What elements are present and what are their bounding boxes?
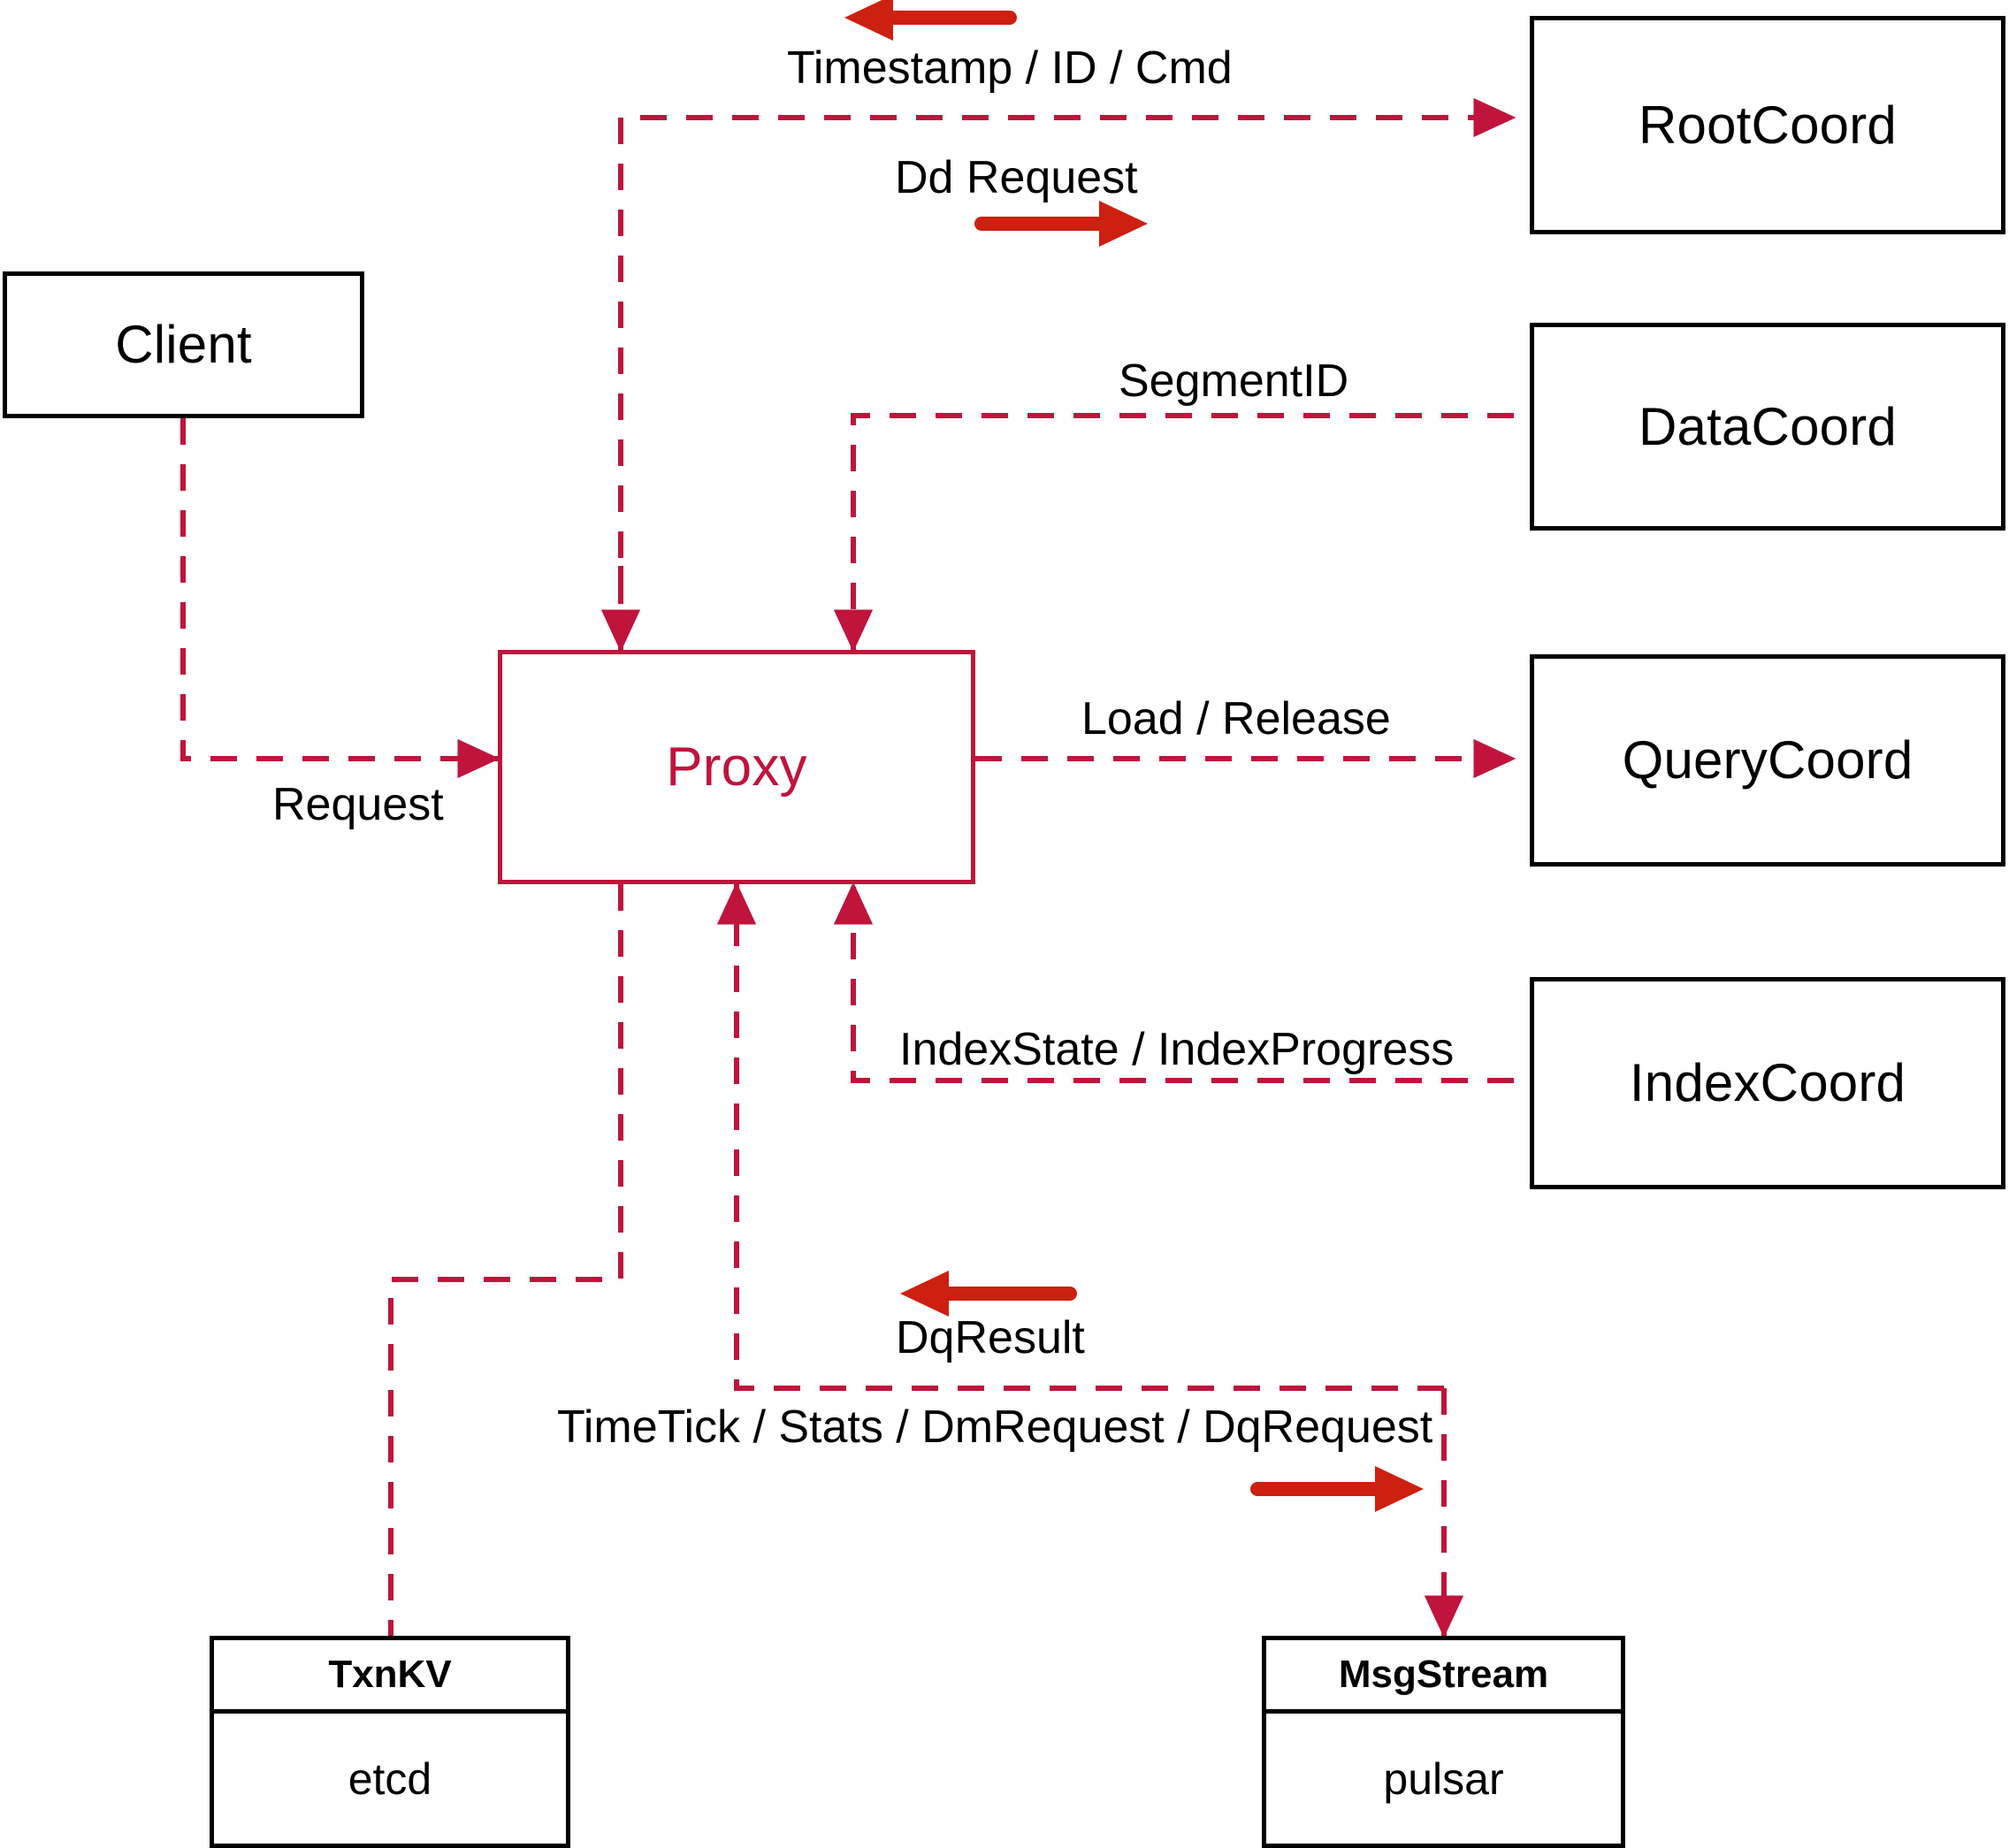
node-querycoord[interactable]: QueryCoord — [1530, 654, 2005, 867]
node-indexcoord[interactable]: IndexCoord — [1530, 977, 2005, 1189]
arrow-dqrequest-right — [1250, 1466, 1424, 1512]
node-txnkv[interactable]: TxnKV etcd — [210, 1636, 570, 1848]
node-txnkv-header-label: TxnKV — [328, 1653, 452, 1696]
node-datacoord[interactable]: DataCoord — [1530, 323, 2005, 531]
node-proxy[interactable]: Proxy — [498, 650, 975, 884]
arrow-timestamp-left — [844, 0, 1017, 41]
edge-client-proxy — [180, 418, 500, 779]
node-indexcoord-label: IndexCoord — [1629, 1053, 1906, 1112]
node-msgstream-body-label: pulsar — [1383, 1753, 1504, 1804]
node-rootcoord-label: RootCoord — [1639, 95, 1897, 155]
arrow-dqresult-left — [900, 1271, 1077, 1317]
edge-label-dq-result: DqResult — [896, 1312, 1085, 1363]
edge-msgstream-proxy — [716, 882, 1444, 1391]
node-txnkv-body: etcd — [214, 1714, 566, 1844]
edge-label-request: Request — [272, 779, 444, 830]
edge-proxy-txnkv — [388, 884, 623, 1636]
node-client[interactable]: Client — [3, 271, 364, 418]
arrow-dd-request-right — [974, 201, 1148, 247]
node-proxy-label: Proxy — [666, 736, 807, 798]
edge-label-index-state-progress: IndexState / IndexProgress — [899, 1024, 1455, 1075]
node-txnkv-header: TxnKV — [214, 1640, 566, 1714]
edge-datacoord-proxy — [833, 413, 1514, 653]
node-datacoord-label: DataCoord — [1639, 396, 1897, 456]
edge-label-timestamp-id-cmd: Timestamp / ID / Cmd — [787, 42, 1233, 94]
node-msgstream-header-label: MsgStream — [1338, 1653, 1549, 1696]
node-msgstream-header: MsgStream — [1266, 1640, 1621, 1714]
edge-label-timetick-stats: TimeTick / Stats / DmRequest / DqRequest — [557, 1401, 1433, 1453]
node-msgstream-body: pulsar — [1266, 1714, 1621, 1844]
edge-label-segment-id: SegmentID — [1119, 355, 1349, 407]
edge-label-load-release: Load / Release — [1081, 693, 1391, 745]
node-txnkv-body-label: etcd — [348, 1753, 432, 1804]
node-msgstream[interactable]: MsgStream pulsar — [1262, 1636, 1625, 1848]
node-rootcoord[interactable]: RootCoord — [1530, 16, 2005, 234]
edge-label-dd-request: Dd Request — [895, 152, 1138, 203]
node-client-label: Client — [115, 315, 252, 374]
node-querycoord-label: QueryCoord — [1622, 730, 1914, 790]
